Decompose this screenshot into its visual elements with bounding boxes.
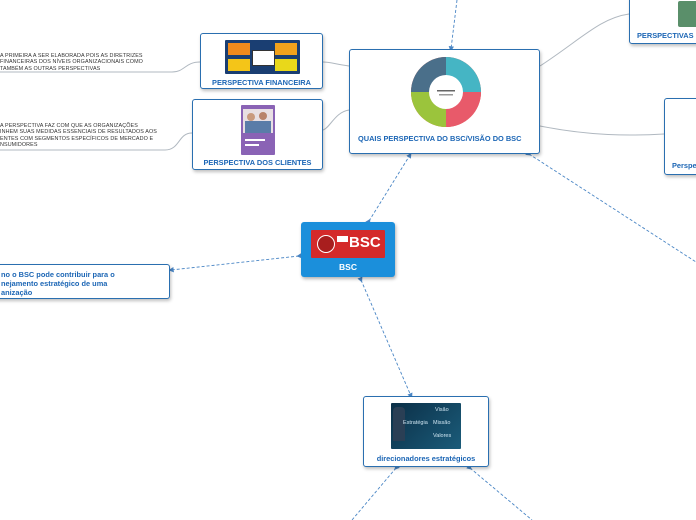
link-direcionadores-left [352, 468, 396, 520]
perspectiva-clientes-label: PERSPECTIVA DOS CLIENTES [193, 158, 322, 167]
link-quais-financeira [323, 62, 349, 66]
image-word-missao: Missão [433, 420, 450, 426]
image-word-estrategia: Estratégia [403, 420, 428, 426]
perspectivas-top-label: PERSPECTIVAS [637, 31, 696, 40]
note-clientes: A PERSPECTIVA FAZ COM QUE AS ORGANIZAÇÕE… [0, 123, 170, 149]
direcionadores-label: direcionadores estratégicos [364, 454, 488, 463]
link-quais-clientes [323, 110, 349, 130]
link-bsc-direcionadores [361, 280, 411, 396]
direcionadores-image: Visão Missão Valores Estratégia [391, 403, 461, 449]
link-bsc-quais [369, 155, 410, 221]
clientes-image [241, 105, 275, 155]
node-perspectiva-right[interactable]: Perspe [664, 98, 696, 175]
bsc-logo-image: BSC [311, 230, 385, 258]
central-bsc-label: BSC [301, 262, 395, 272]
perspectiva-financeira-label: PERSPECTIVA FINANCEIRA [201, 78, 322, 87]
node-quais-perspectiva[interactable]: QUAIS PERSPECTIVA DO BSC/VISÃO DO BSC [349, 49, 540, 154]
quais-perspectiva-label: QUAIS PERSPECTIVA DO BSC/VISÃO DO BSC [358, 134, 539, 143]
node-direcionadores[interactable]: Visão Missão Valores Estratégia direcion… [363, 396, 489, 467]
image-word-visao: Visão [435, 407, 449, 413]
perspectiva-right-label: Perspe [672, 161, 696, 170]
bsc-cycle-image [409, 55, 483, 129]
note-financeira: A PRIMEIRA A SER ELABORADA POIS AS DIRET… [0, 53, 170, 72]
node-perspectiva-clientes[interactable]: PERSPECTIVA DOS CLIENTES [192, 99, 323, 170]
como-bsc-label: no o BSC pode contribuir para o nejament… [1, 270, 169, 297]
link-bsc-como [171, 256, 299, 270]
node-como-bsc[interactable]: no o BSC pode contribuir para o nejament… [0, 264, 170, 299]
image-word-valores: Valores [433, 433, 451, 439]
link-top-quais [451, 0, 457, 49]
link-direcionadores-right [470, 468, 532, 520]
node-central-bsc[interactable]: BSC BSC [301, 222, 395, 277]
node-perspectiva-financeira[interactable]: PERSPECTIVA FINANCEIRA [200, 33, 323, 89]
link-quais-perspectivas [540, 14, 629, 66]
bsc-logo-text: BSC [349, 234, 381, 251]
financeira-image [225, 40, 300, 74]
link-quais-right [540, 126, 664, 135]
node-perspectivas-top[interactable]: PERSPECTIVAS [629, 0, 696, 44]
perspectivas-top-image [678, 1, 696, 27]
